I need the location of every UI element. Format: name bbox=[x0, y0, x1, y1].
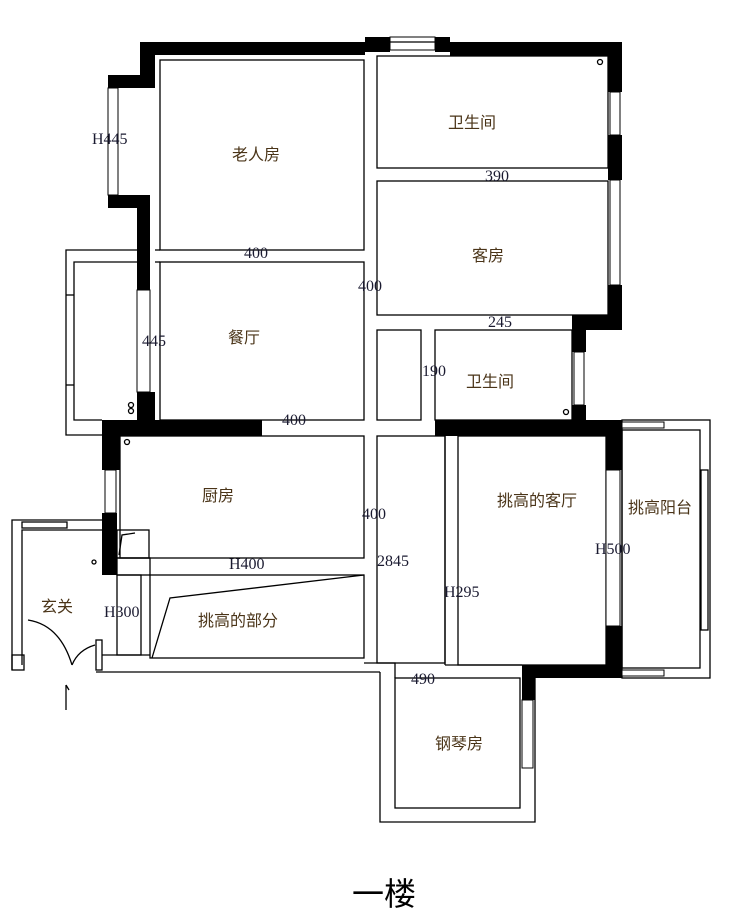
room-label-bathroom-top: 卫生间 bbox=[448, 113, 496, 132]
room-label-bathroom-small: 卫生间 bbox=[466, 372, 514, 391]
room-label-elder-room: 老人房 bbox=[232, 145, 280, 164]
dim-label: 245 bbox=[488, 314, 512, 331]
room-label-piano-room: 钢琴房 bbox=[435, 734, 483, 753]
dim-label: 445 bbox=[142, 333, 166, 350]
room-label-living-high: 挑高的客厅 bbox=[497, 491, 577, 510]
dim-label: 400 bbox=[362, 506, 386, 523]
dim-label: 490 bbox=[411, 671, 435, 688]
dim-label: 400 bbox=[244, 245, 268, 262]
room-label-high-part: 挑高的部分 bbox=[198, 611, 278, 630]
room-label-kitchen: 厨房 bbox=[202, 486, 234, 505]
dim-label: H295 bbox=[444, 584, 480, 601]
dim-label: H500 bbox=[595, 541, 631, 558]
walls bbox=[102, 37, 622, 700]
dim-label: 2845 bbox=[377, 553, 409, 570]
fixtures bbox=[91, 58, 604, 565]
dim-label: 190 bbox=[422, 363, 446, 380]
room-label-entrance: 玄关 bbox=[41, 597, 73, 616]
dim-label: 400 bbox=[282, 412, 306, 429]
room-label-balcony-high: 挑高阳台 bbox=[628, 498, 692, 517]
dim-label: H300 bbox=[104, 604, 140, 621]
dim-label: 400 bbox=[358, 278, 382, 295]
room-label-guest-room: 客房 bbox=[472, 246, 504, 265]
dim-label: H445 bbox=[92, 131, 128, 148]
dim-label: 390 bbox=[485, 168, 509, 185]
room-label-dining: 餐厅 bbox=[228, 328, 260, 347]
entrance-door[interactable] bbox=[27, 619, 96, 710]
dim-label: H400 bbox=[229, 556, 265, 573]
floor-title: 一楼 bbox=[352, 875, 416, 913]
windows bbox=[104, 36, 665, 769]
